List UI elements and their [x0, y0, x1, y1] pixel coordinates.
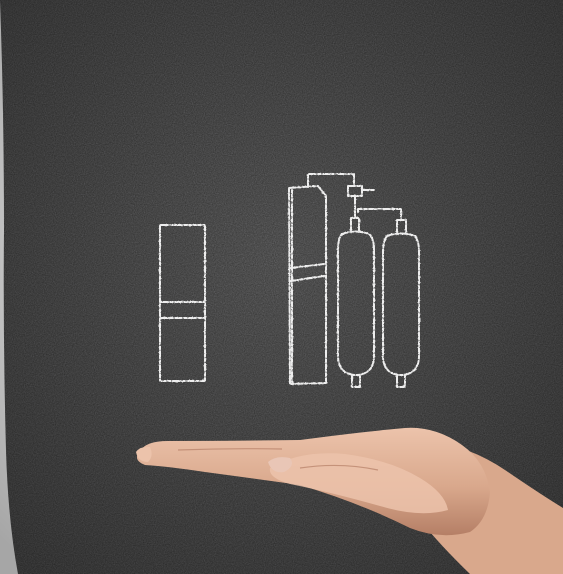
- chalkboard-scene: [0, 0, 563, 574]
